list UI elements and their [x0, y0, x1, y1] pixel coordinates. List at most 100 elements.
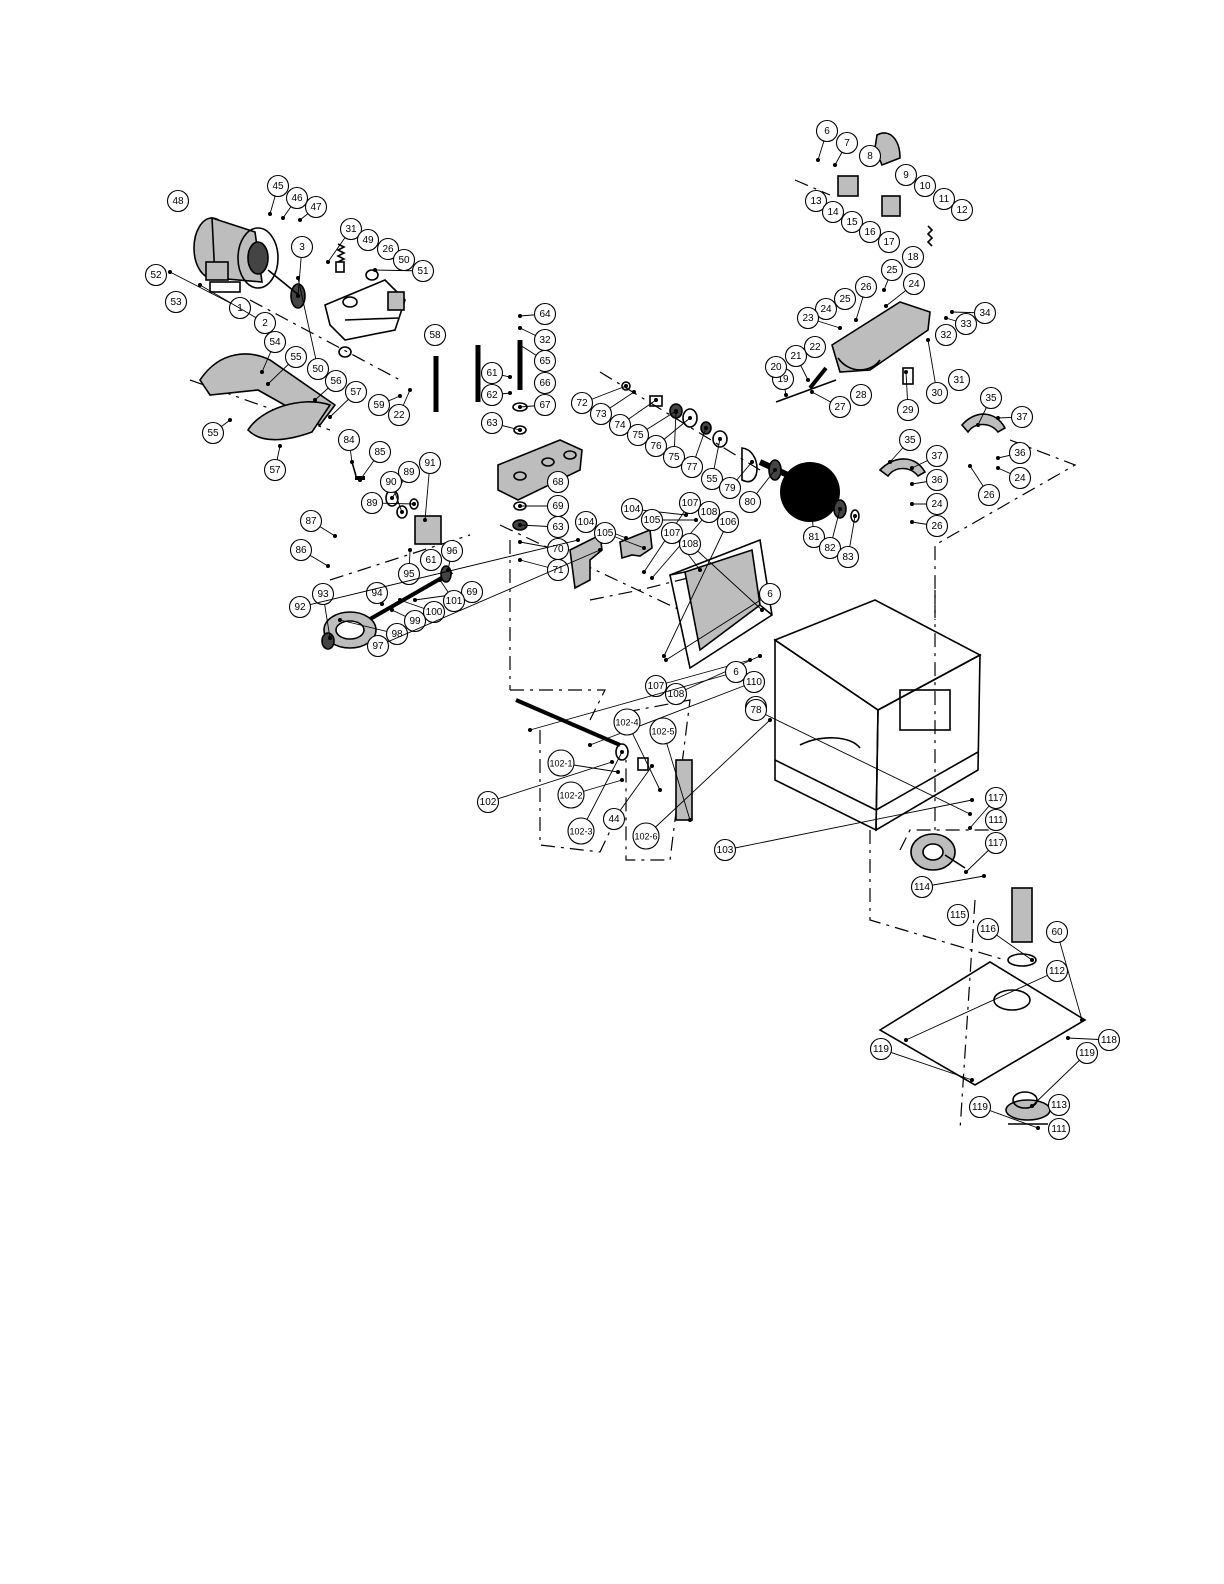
- callout-number: 91: [424, 458, 436, 469]
- callout-number: 82: [824, 543, 836, 554]
- part-callout-58: 58: [423, 323, 447, 347]
- callout-number: 51: [417, 266, 429, 277]
- fastener-dot: [508, 375, 512, 379]
- callout-number: 47: [310, 202, 322, 213]
- callout-bubble: [144, 263, 168, 287]
- part-callout-102-4: 102-4: [613, 708, 662, 792]
- fastener-dot: [296, 294, 300, 298]
- callout-number: 52: [150, 270, 162, 281]
- callout-bubble: [821, 200, 845, 224]
- callout-number: 7: [844, 138, 850, 149]
- belt-guard: [199, 353, 337, 441]
- callout-number: 21: [790, 351, 802, 362]
- callout-number: 26: [382, 244, 394, 255]
- part-callout-47: 47: [298, 195, 328, 222]
- callout-number: 8: [867, 151, 873, 162]
- callout-bubble: [796, 306, 820, 330]
- fastener-dot: [968, 812, 972, 816]
- callout-number: 114: [914, 882, 930, 893]
- callout-bubble: [869, 1037, 893, 1061]
- callout-number: 2: [262, 318, 268, 329]
- part-callout-11: 11: [932, 187, 956, 211]
- leader-line: [580, 751, 623, 832]
- part-callout-51: 51: [373, 259, 435, 283]
- callout-bubble: [201, 421, 225, 445]
- part-callout-20: 20: [764, 355, 788, 379]
- callout-bubble: [546, 515, 570, 539]
- callout-number: 119: [972, 1102, 988, 1113]
- fastener-dot: [438, 578, 442, 582]
- callout-number: 102-2: [559, 791, 582, 801]
- callout-bubble: [253, 311, 277, 335]
- dust-port-bellows: [1007, 887, 1037, 967]
- callout-bubble: [613, 708, 641, 736]
- callout-bubble: [480, 383, 504, 407]
- callout-bubble: [678, 532, 702, 556]
- callout-bubble: [589, 402, 613, 426]
- callout-bubble: [1047, 1117, 1071, 1141]
- callout-number: 30: [931, 388, 943, 399]
- part-callout-37: 37: [910, 444, 949, 470]
- fastener-dot: [688, 818, 692, 822]
- callout-bubble: [744, 698, 768, 722]
- callout-bubble: [984, 808, 1008, 832]
- fastener-dot: [976, 423, 980, 427]
- fastener-dot: [518, 428, 522, 432]
- leader-line: [689, 543, 763, 611]
- part-callout-26: 26: [968, 464, 1001, 507]
- leader-line: [487, 761, 613, 803]
- part-callout-112: 112: [904, 959, 1069, 1042]
- callout-number: 61: [425, 555, 437, 566]
- callout-number: 108: [668, 689, 685, 700]
- part-callout-98: 98: [338, 618, 409, 646]
- spring: [336, 243, 346, 263]
- callout-number: 56: [330, 376, 342, 387]
- callout-number: 18: [907, 252, 919, 263]
- fastener-dot: [390, 608, 394, 612]
- part-callout-119: 119: [869, 1037, 974, 1082]
- fastener-dot: [518, 326, 522, 330]
- trunnion-bracket: [878, 458, 927, 478]
- callout-number: 97: [372, 641, 384, 652]
- fastener-dot: [750, 460, 754, 464]
- part-callout-45: 45: [266, 174, 290, 216]
- callout-bubble: [164, 290, 188, 314]
- fastener-dot: [662, 654, 666, 658]
- fastener-dot: [632, 390, 636, 394]
- fastener-dot: [413, 598, 417, 602]
- callout-bubble: [858, 144, 882, 168]
- fastener-dot: [910, 466, 914, 470]
- part-callout-50: 50: [392, 248, 416, 272]
- part-callout-74: 74: [608, 398, 658, 437]
- guide-line: [934, 439, 1077, 840]
- callout-number: 24: [931, 499, 943, 510]
- callout-bubble: [984, 831, 1008, 855]
- callout-bubble: [570, 391, 594, 415]
- callout-number: 26: [931, 521, 943, 532]
- fastener-dot: [518, 314, 522, 318]
- callout-bubble: [925, 444, 949, 468]
- part-callout-115: 115: [946, 903, 970, 927]
- callout-number: 102-3: [569, 827, 592, 837]
- guide-line: [899, 829, 1000, 851]
- callout-number: 53: [170, 297, 182, 308]
- callout-number: 104: [578, 517, 595, 528]
- callout-number: 16: [864, 227, 876, 238]
- callout-number: 116: [980, 924, 996, 935]
- callout-number: 44: [608, 814, 620, 825]
- part-callout-37: 37: [996, 405, 1034, 429]
- fastener-dot: [358, 478, 362, 482]
- part-callout-108: 108: [650, 500, 721, 580]
- callout-bubble: [973, 301, 997, 325]
- leader-line: [377, 549, 601, 647]
- part-callout-96: 96: [440, 539, 464, 572]
- fastener-dot: [266, 382, 270, 386]
- callout-number: 99: [409, 616, 421, 627]
- tilt-bracket: [351, 461, 442, 545]
- fastener-dot: [838, 507, 842, 511]
- part-callout-105: 105: [640, 508, 698, 532]
- fastener-dot: [904, 370, 908, 374]
- callout-bubble: [385, 622, 409, 646]
- guide-line: [625, 699, 691, 861]
- part-callout-56: 56: [313, 369, 348, 402]
